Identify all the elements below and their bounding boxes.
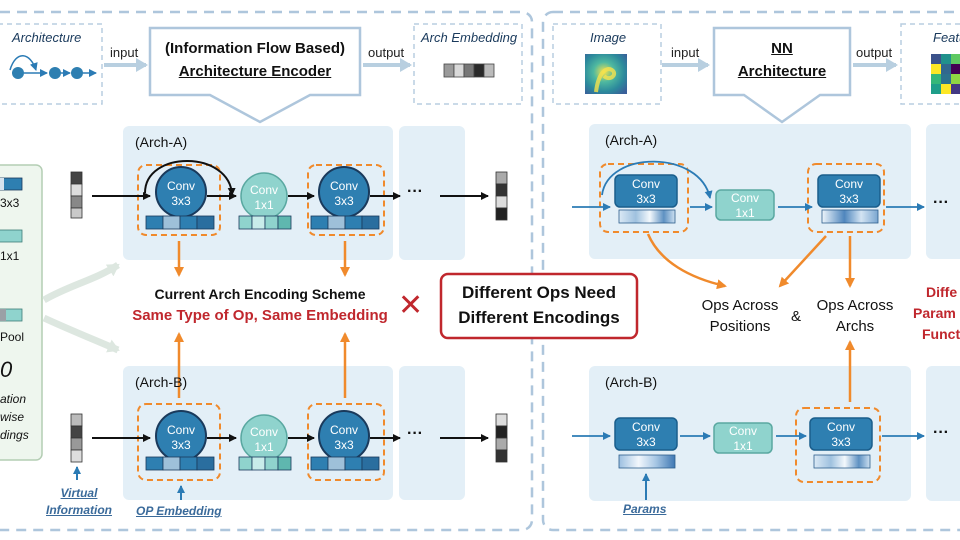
left-arch-a-title: (Arch-A) xyxy=(135,134,188,150)
right-b-conv3x3-block xyxy=(614,417,678,451)
scheme-title: Current Arch Encoding Scheme xyxy=(154,286,366,302)
arch-embedding-box xyxy=(413,23,523,105)
right-a-op3-name: Conv xyxy=(834,177,863,191)
right-arch-a-title: (Arch-A) xyxy=(605,132,658,148)
left-b-input-vector xyxy=(70,413,83,463)
left-b-output-vector xyxy=(495,413,508,463)
left-a-op1-kernel: 3x3 xyxy=(171,194,191,208)
legend-ation-label: ation xyxy=(0,392,27,406)
different-params-line1: Diffe xyxy=(926,284,958,300)
right-a-op1-name: Conv xyxy=(631,177,660,191)
ops-across-archs-line1: Ops Across xyxy=(816,297,894,314)
ops-across-positions-line1: Ops Across xyxy=(701,297,779,314)
right-a-op2-kernel: 1x1 xyxy=(735,206,755,220)
right-a-ellipsis: ··· xyxy=(933,194,949,211)
right-b-op1-kernel: 3x3 xyxy=(636,435,656,449)
legend-wise-label: wise xyxy=(0,410,25,424)
right-b-conv1x1-block xyxy=(713,422,773,454)
architecture-box xyxy=(0,23,103,105)
left-a-op1-name: Conv xyxy=(166,179,195,193)
different-params-line3: Funct xyxy=(922,326,960,342)
right-b-op2-kernel: 1x1 xyxy=(733,439,753,453)
input-image xyxy=(585,54,627,94)
right-a-op2-name: Conv xyxy=(730,191,759,205)
different-params-line2: Param xyxy=(913,305,956,321)
right-frame xyxy=(541,10,960,532)
legend-1x1-label: 1x1 xyxy=(0,249,20,263)
different-ops-line2: Different Encodings xyxy=(458,308,620,327)
right-b-conv3x3b-block xyxy=(809,417,873,451)
encoder-box xyxy=(148,26,362,124)
nn-title-line1: NN xyxy=(771,40,793,57)
image-box xyxy=(552,23,662,105)
encoder-title-line2: Architecture Encoder xyxy=(178,63,332,80)
legend-zero-label: 0 xyxy=(0,357,13,382)
right-input-label: input xyxy=(671,45,700,60)
different-ops-line1: Different Ops Need xyxy=(462,283,616,302)
right-a-conv3x3-block xyxy=(614,174,678,208)
left-b-op1-kernel: 3x3 xyxy=(171,438,191,452)
right-b-ellipsis: ··· xyxy=(933,424,949,441)
left-b-op1-name: Conv xyxy=(166,423,195,437)
right-b-op3-kernel: 3x3 xyxy=(831,435,851,449)
right-a-conv3x3b-block xyxy=(817,174,881,208)
left-b-ellipsis: ··· xyxy=(407,425,423,442)
image-label: Image xyxy=(590,30,627,45)
right-arch-b-title: (Arch-B) xyxy=(605,374,658,390)
right-b-op2-name: Conv xyxy=(728,424,757,438)
left-a-op3-name: Conv xyxy=(329,179,358,193)
ops-across-positions-line2: Positions xyxy=(709,318,771,335)
left-frame xyxy=(0,10,534,532)
architecture-label: Architecture xyxy=(12,30,82,45)
nn-architecture-box xyxy=(712,26,852,124)
left-arch-b-title: (Arch-B) xyxy=(135,374,188,390)
legend-dings-label: dings xyxy=(0,428,29,442)
left-a-op2-kernel: 1x1 xyxy=(254,198,274,212)
feature-map xyxy=(931,54,960,94)
left-input-label: input xyxy=(110,45,139,60)
left-a-output-vector xyxy=(495,171,508,221)
virtual-information-line1: Virtual xyxy=(60,486,98,500)
params-label: Params xyxy=(623,502,667,516)
left-a-op2-name: Conv xyxy=(249,183,278,197)
cross-mark-icon: ✕ xyxy=(398,289,424,322)
scheme-subtitle: Same Type of Op, Same Embedding xyxy=(132,307,388,324)
right-a-conv1x1-block xyxy=(715,189,775,221)
legend-3x3-label: 3x3 xyxy=(0,196,20,210)
left-b-op2-kernel: 1x1 xyxy=(254,440,274,454)
legend-pool-label: Pool xyxy=(0,330,25,344)
feature-box xyxy=(900,23,960,105)
op-embedding-label: OP Embedding xyxy=(136,504,222,518)
ampersand-label: & xyxy=(791,308,802,325)
encoder-title-line1: (Information Flow Based) xyxy=(165,40,345,57)
virtual-information-line2: Information xyxy=(46,503,112,517)
nn-title-line2: Architecture xyxy=(737,63,827,80)
feature-label: Featu xyxy=(933,30,960,45)
arch-embedding-vector xyxy=(443,63,495,78)
left-b-op3-name: Conv xyxy=(329,423,358,437)
left-b-op2-name: Conv xyxy=(249,425,278,439)
left-a-ellipsis: ··· xyxy=(407,183,423,200)
left-output-label: output xyxy=(368,45,405,60)
right-output-label: output xyxy=(856,45,893,60)
left-a-op3-kernel: 3x3 xyxy=(334,194,354,208)
left-b-op3-kernel: 3x3 xyxy=(334,438,354,452)
right-a-op3-kernel: 3x3 xyxy=(839,192,859,206)
ops-across-archs-line2: Archs xyxy=(835,318,875,335)
right-a-op1-kernel: 3x3 xyxy=(636,192,656,206)
different-ops-box xyxy=(439,272,639,340)
left-a-input-vector xyxy=(70,171,83,219)
right-b-op3-name: Conv xyxy=(826,420,855,434)
arch-embedding-label: Arch Embedding xyxy=(421,30,518,45)
right-b-op1-name: Conv xyxy=(631,420,660,434)
